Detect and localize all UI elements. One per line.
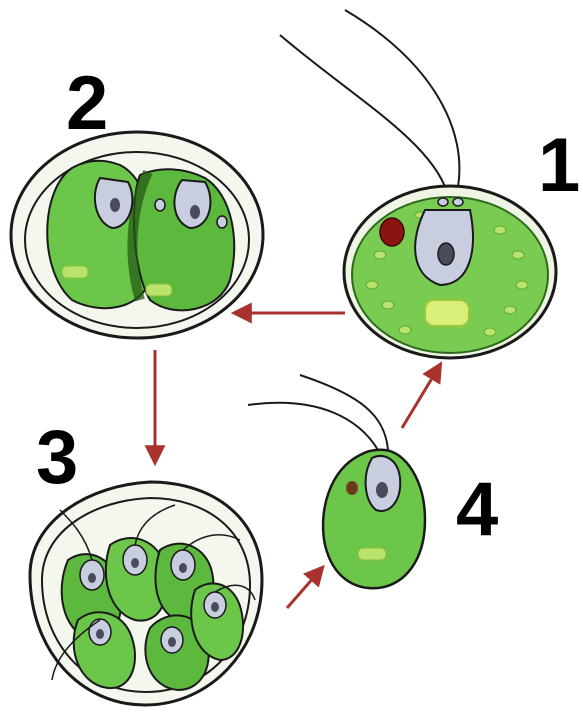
stage-label-2: 2	[66, 66, 108, 142]
stage-label-4: 4	[456, 472, 498, 548]
cell-3-zoospore-formation	[30, 482, 262, 705]
stage-label-1: 1	[538, 128, 580, 204]
arrow-3-to-4	[287, 568, 322, 608]
flagellum-left	[280, 35, 447, 192]
cell-1-mature	[280, 10, 556, 358]
cell-2-dividing	[11, 132, 263, 338]
stage-label-3: 3	[36, 420, 78, 496]
cell-4-zoospore	[248, 375, 425, 588]
arrow-4-to-1	[402, 365, 440, 428]
eyespot	[380, 218, 404, 246]
